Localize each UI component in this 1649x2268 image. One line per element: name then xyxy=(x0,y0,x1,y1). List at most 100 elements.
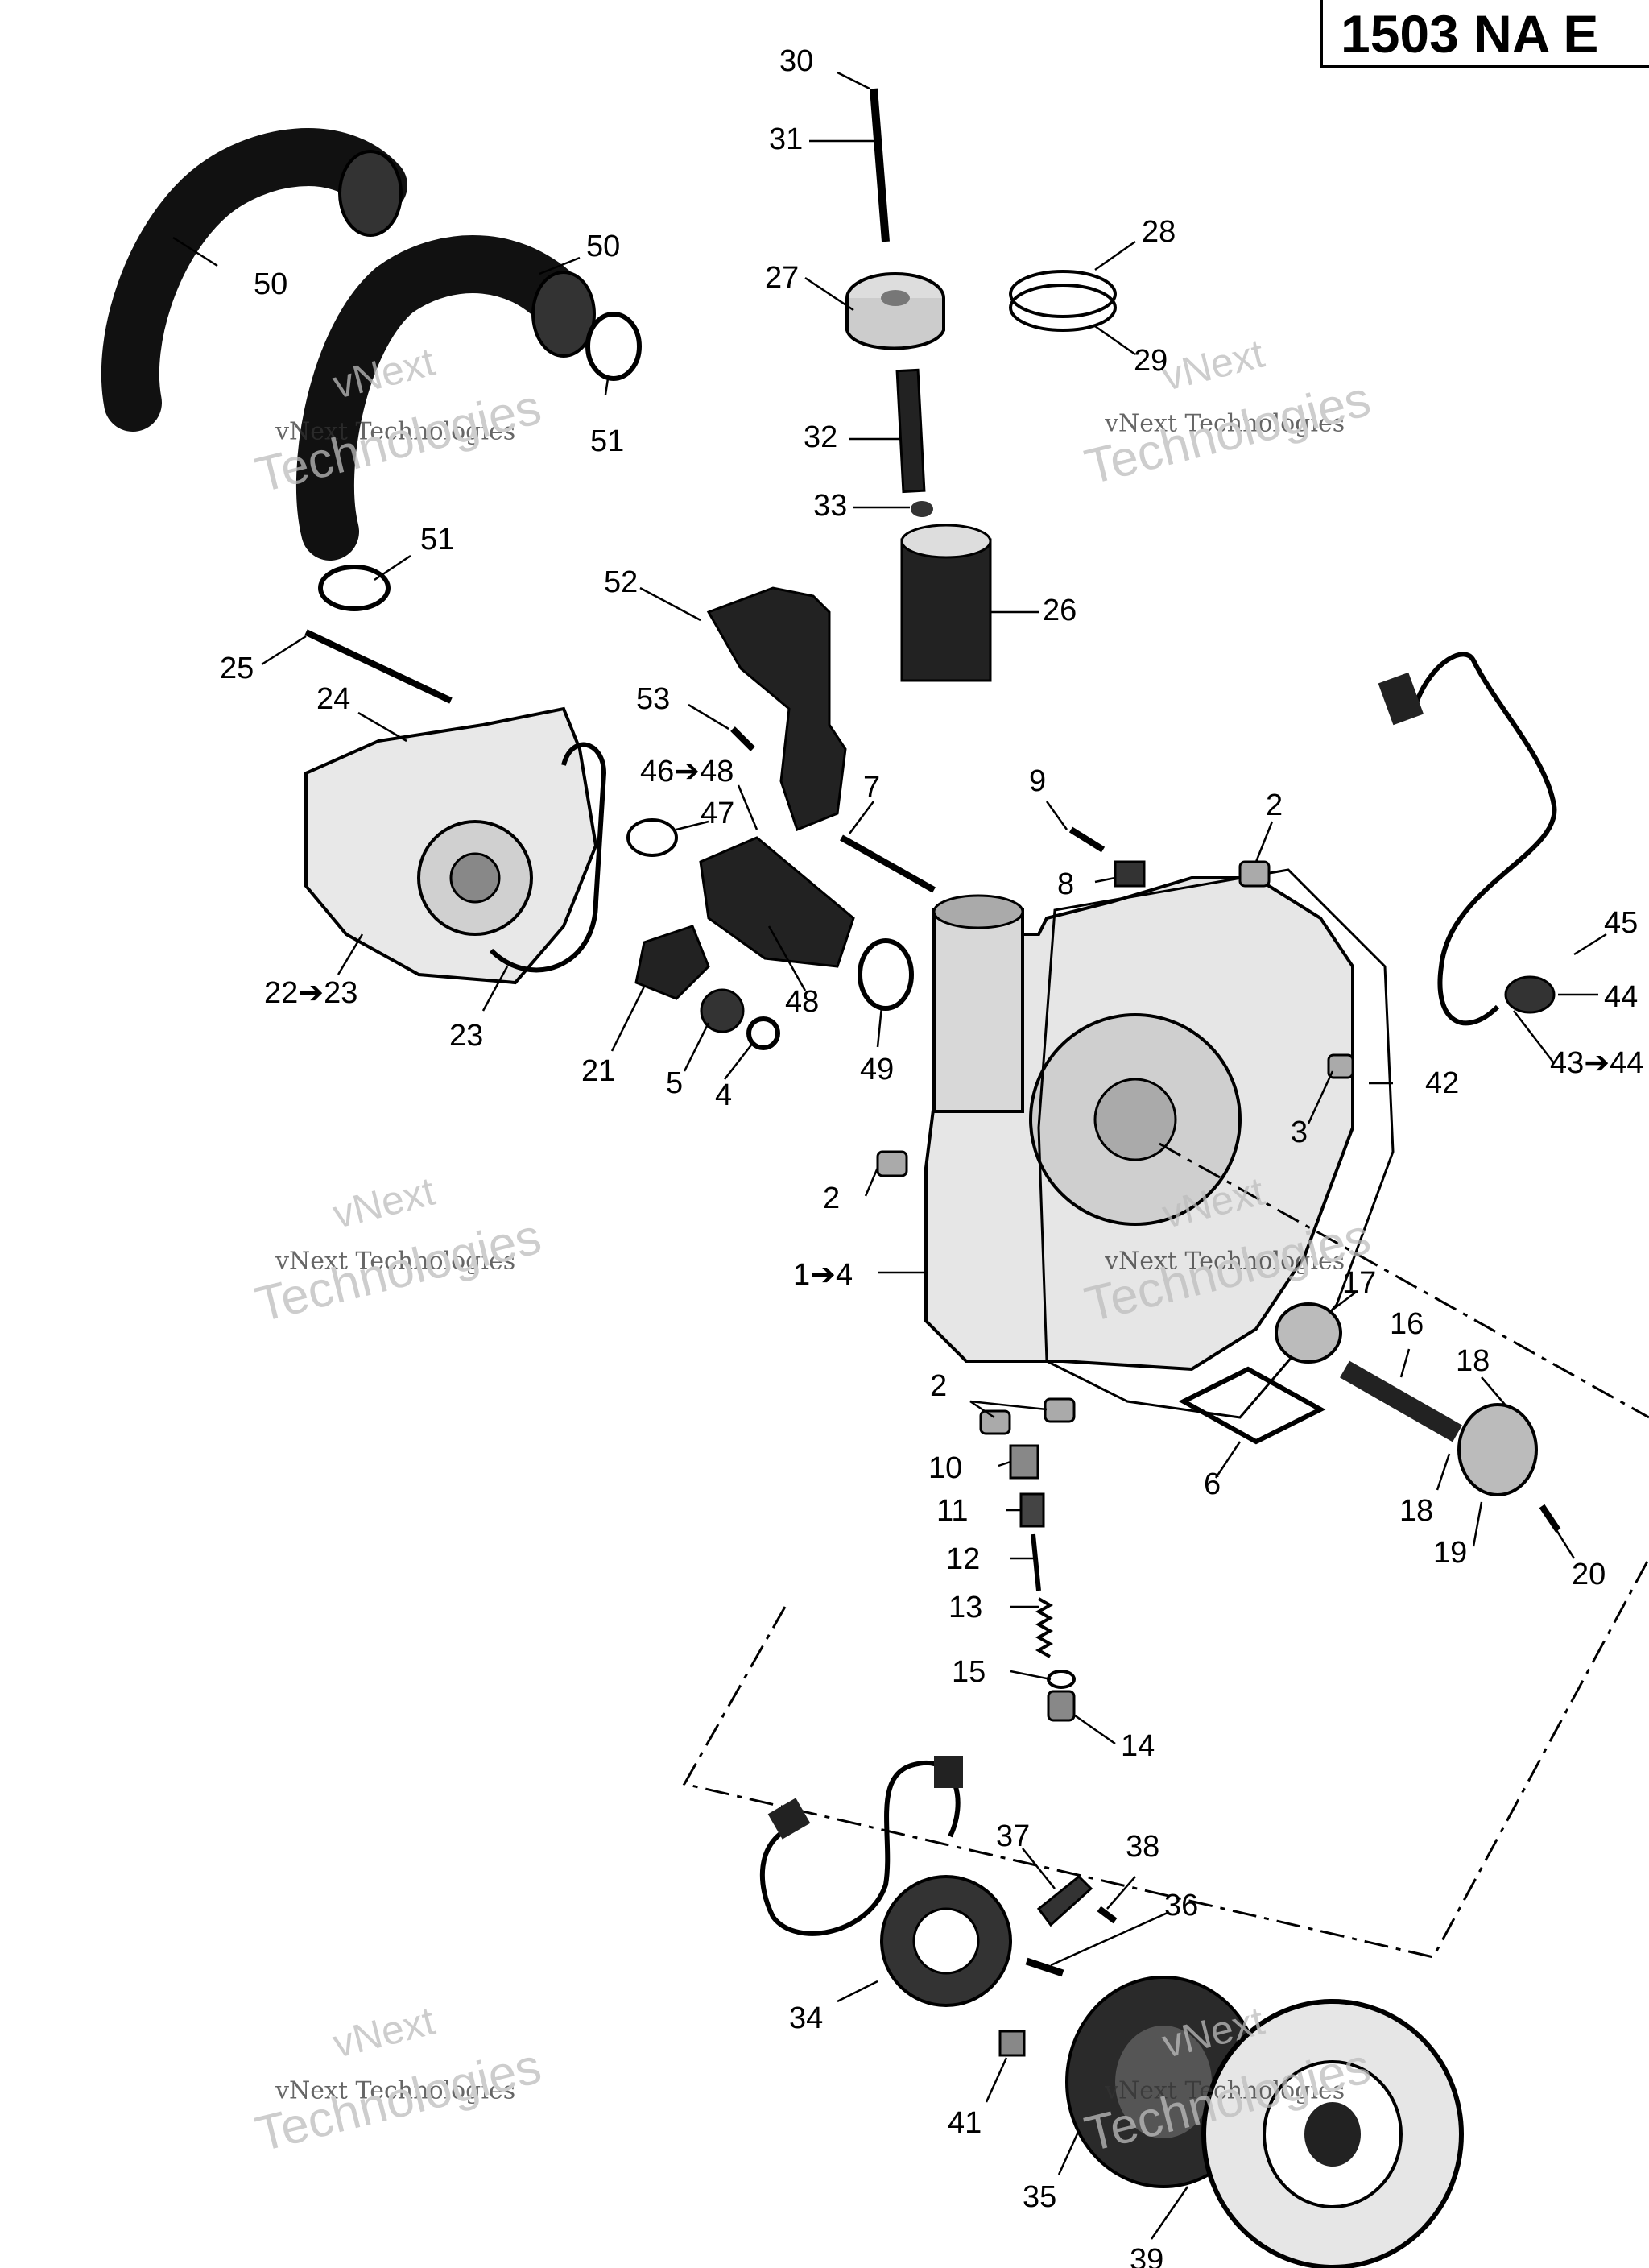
plug-3 xyxy=(1327,1053,1354,1079)
callout-44: 44 xyxy=(1604,980,1638,1014)
callout-29: 29 xyxy=(1134,344,1168,378)
callout-28: 28 xyxy=(1142,215,1176,249)
callout-38: 38 xyxy=(1126,1830,1159,1864)
callout-27: 27 xyxy=(765,261,799,295)
callout-21: 21 xyxy=(581,1054,615,1088)
screw-38 xyxy=(1097,1906,1118,1924)
bolt-41 xyxy=(998,2030,1026,2057)
callout-6: 6 xyxy=(1204,1467,1221,1501)
screen-6 xyxy=(1178,1366,1326,1445)
callout-17: 17 xyxy=(1342,1266,1376,1300)
gasket-23 xyxy=(489,742,607,973)
pin-12 xyxy=(1031,1533,1041,1591)
seal-33 xyxy=(911,501,933,517)
part-8 xyxy=(1114,860,1146,888)
callout-16: 16 xyxy=(1390,1307,1424,1341)
bracket-52 xyxy=(706,586,847,831)
callout-50-right: 50 xyxy=(586,230,620,263)
shaft-16 xyxy=(1340,1360,1462,1442)
callout-50-left: 50 xyxy=(254,267,287,301)
callout-11: 11 xyxy=(936,1494,968,1528)
callout-41: 41 xyxy=(948,2106,982,2140)
page-code: 1503 NA E xyxy=(1341,4,1599,64)
callout-1-4: 1➔4 xyxy=(793,1258,853,1292)
o-ring-29 xyxy=(1009,284,1117,332)
ring-4 xyxy=(746,1016,780,1050)
callout-33: 33 xyxy=(813,489,847,523)
callout-18-lower: 18 xyxy=(1399,1494,1433,1528)
callout-14: 14 xyxy=(1121,1729,1155,1763)
clamp-47 xyxy=(626,818,678,857)
hose-50-right-end xyxy=(531,271,596,358)
leader-lines xyxy=(172,71,1607,2240)
callout-30: 30 xyxy=(779,44,813,78)
callout-12: 12 xyxy=(946,1542,980,1576)
o-ring-15 xyxy=(1047,1670,1076,1689)
sensor-harness xyxy=(1415,652,1557,1026)
screw-53 xyxy=(730,726,755,751)
callout-37: 37 xyxy=(996,1819,1030,1853)
part-37 xyxy=(1036,1874,1093,1927)
filter-tube xyxy=(932,908,1024,1113)
elbow-48 xyxy=(699,836,855,968)
callout-26: 26 xyxy=(1043,594,1077,627)
plug-2-top xyxy=(1238,860,1271,888)
callout-39: 39 xyxy=(1130,2243,1163,2268)
callout-25: 25 xyxy=(220,652,254,685)
clamp-51-upper xyxy=(585,312,642,381)
spring-13 xyxy=(1035,1597,1054,1658)
cover-19 xyxy=(1457,1403,1538,1496)
gasket-42 xyxy=(1037,868,1395,1419)
bolt-30 xyxy=(870,88,890,242)
plug-2-bottom-a xyxy=(979,1409,1011,1435)
callout-51-upper: 51 xyxy=(590,424,624,458)
o-ring-28 xyxy=(1009,270,1117,318)
callout-10: 10 xyxy=(928,1451,962,1485)
callout-34: 34 xyxy=(789,2001,823,2035)
callout-20: 20 xyxy=(1572,1558,1606,1591)
hose-50-left xyxy=(101,128,407,432)
sensor-44 xyxy=(1504,975,1556,1014)
callout-24: 24 xyxy=(316,682,350,716)
callout-15: 15 xyxy=(952,1655,986,1689)
callout-18-upper: 18 xyxy=(1456,1344,1490,1378)
oil-filter-26 xyxy=(900,538,992,682)
ring-49 xyxy=(858,938,914,1011)
callout-47: 47 xyxy=(701,797,734,830)
callout-46-48: 46➔48 xyxy=(640,755,734,788)
plug-14 xyxy=(1047,1690,1076,1722)
callout-4: 4 xyxy=(715,1078,732,1112)
callout-labels: 30 31 27 28 29 32 33 26 50 50 51 51 52 2… xyxy=(220,44,1643,2268)
callout-51-lower: 51 xyxy=(420,523,454,557)
callout-35: 35 xyxy=(1023,2180,1056,2214)
impeller-21 xyxy=(634,925,710,1000)
callout-36: 36 xyxy=(1164,1889,1198,1922)
bolt-36 xyxy=(1025,1957,1064,1977)
spacer-32 xyxy=(895,368,926,494)
callout-49: 49 xyxy=(860,1053,894,1086)
callout-48: 48 xyxy=(785,985,819,1019)
callout-2-top: 2 xyxy=(1266,788,1283,822)
callout-2-bottom: 2 xyxy=(930,1369,947,1403)
hose-50-right xyxy=(295,235,593,561)
callout-9: 9 xyxy=(1029,764,1046,798)
clamp-51-lower xyxy=(318,565,391,611)
rotor-17 xyxy=(1275,1302,1342,1364)
callout-23: 23 xyxy=(449,1019,483,1053)
callout-31: 31 xyxy=(769,122,803,156)
part-10 xyxy=(1009,1444,1039,1480)
callout-43-44: 43➔44 xyxy=(1550,1046,1643,1080)
callout-32: 32 xyxy=(804,420,837,454)
callout-3: 3 xyxy=(1291,1115,1308,1149)
callout-52: 52 xyxy=(604,565,638,599)
callout-8: 8 xyxy=(1057,867,1074,901)
screw-20 xyxy=(1539,1504,1561,1533)
callout-2-left: 2 xyxy=(823,1182,840,1215)
callout-45: 45 xyxy=(1604,906,1638,940)
callout-13: 13 xyxy=(948,1591,982,1624)
callout-7: 7 xyxy=(863,771,880,805)
screw-9 xyxy=(1068,826,1106,853)
callout-22-23: 22➔23 xyxy=(264,976,357,1010)
callout-42: 42 xyxy=(1425,1066,1459,1100)
